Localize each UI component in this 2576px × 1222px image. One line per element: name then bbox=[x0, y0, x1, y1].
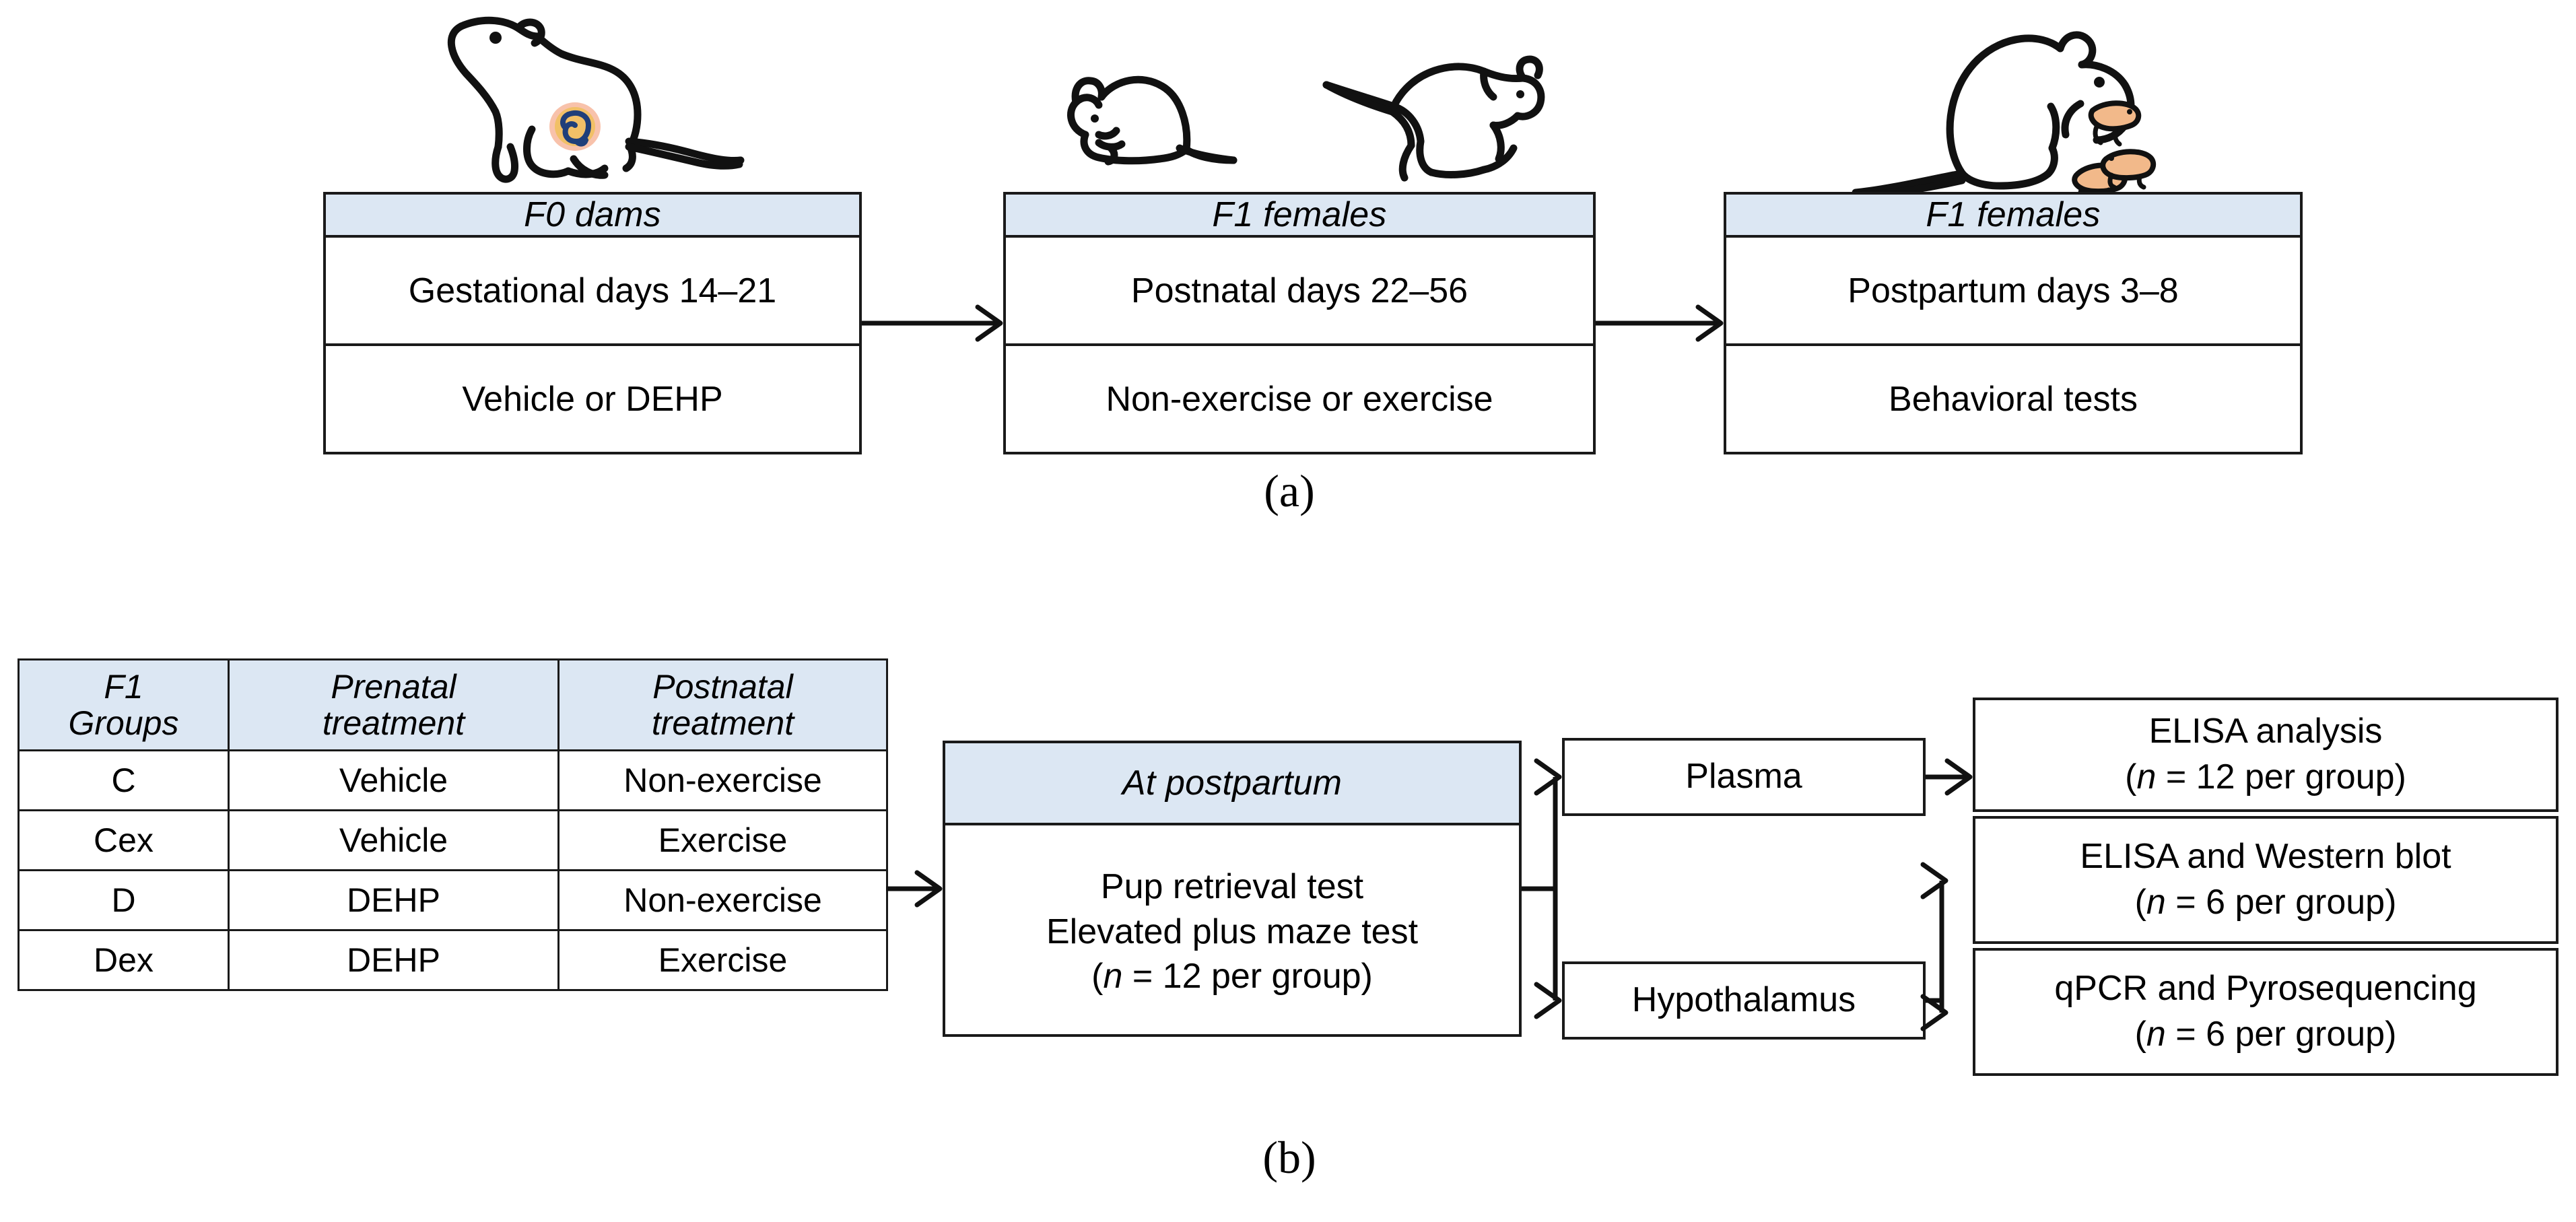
n-value: = 12 per group) bbox=[1122, 957, 1373, 996]
postpartum-test-1: Pup retrieval test bbox=[1100, 867, 1364, 907]
header-line-1: Prenatal bbox=[331, 668, 456, 706]
cell-postnatal: Exercise bbox=[557, 929, 888, 991]
at-postpartum-header: At postpartum bbox=[945, 743, 1519, 825]
paren-open: ( bbox=[2134, 1015, 2146, 1054]
analysis-1-sample-size: (n = 12 per group) bbox=[2125, 755, 2406, 801]
panel-a-caption: (a) bbox=[1264, 465, 1315, 516]
pregnant-rat-icon bbox=[447, 16, 745, 183]
stage-box-f1-females-postpartum: F1 females Postpartum days 3–8 Behaviora… bbox=[1724, 192, 2303, 454]
table-row: Cex Vehicle Exercise bbox=[18, 809, 888, 871]
paren-open: ( bbox=[1091, 957, 1104, 996]
table-header-prenatal-treatment: Prenatal treatment bbox=[228, 658, 560, 751]
analysis-box-elisa: ELISA analysis (n = 12 per group) bbox=[1973, 698, 2558, 812]
analysis-box-qpcr-pyrosequencing: qPCR and Pyrosequencing (n = 6 per group… bbox=[1973, 948, 2558, 1076]
stage-2-line-1: Postnatal days 22–56 bbox=[1130, 271, 1468, 310]
analysis-2-sample-size: (n = 6 per group) bbox=[2135, 880, 2397, 926]
sample-box-hypothalamus: Hypothalamus bbox=[1562, 961, 1926, 1040]
analysis-3-sample-size: (n = 6 per group) bbox=[2135, 1012, 2397, 1058]
cell-prenatal: Vehicle bbox=[228, 749, 560, 811]
hypothalamus-label: Hypothalamus bbox=[1631, 980, 1856, 1020]
cell-postnatal: Non-exercise bbox=[557, 869, 888, 931]
postpartum-sample-size: (n = 12 per group) bbox=[1091, 954, 1373, 999]
analysis-2-title: ELISA and Western blot bbox=[2080, 837, 2451, 877]
cell-prenatal: Vehicle bbox=[228, 809, 560, 871]
cell-group: Dex bbox=[18, 929, 230, 991]
cell-group: D bbox=[18, 869, 230, 931]
n-value: = 6 per group) bbox=[2165, 1015, 2397, 1054]
cell-postnatal: Non-exercise bbox=[557, 749, 888, 811]
at-postpartum-body: Pup retrieval test Elevated plus maze te… bbox=[945, 825, 1519, 1034]
stage-1-line-1: Gestational days 14–21 bbox=[408, 271, 777, 310]
stage-1-line-2: Vehicle or DEHP bbox=[326, 343, 859, 452]
table-header-f1-groups: F1 Groups bbox=[18, 658, 230, 751]
n-symbol: n bbox=[1103, 957, 1123, 996]
at-postpartum-box: At postpartum Pup retrieval test Elevate… bbox=[943, 741, 1522, 1037]
dam-with-pups-icon bbox=[1852, 31, 2157, 195]
cell-group: Cex bbox=[18, 809, 230, 871]
n-value: = 6 per group) bbox=[2165, 883, 2397, 922]
n-value: = 12 per group) bbox=[2156, 757, 2406, 796]
cell-postnatal: Exercise bbox=[557, 809, 888, 871]
table-header-postnatal-treatment: Postnatal treatment bbox=[557, 658, 888, 751]
table-row: D DEHP Non-exercise bbox=[18, 869, 888, 931]
paren-open: ( bbox=[2134, 883, 2146, 922]
plasma-label: Plasma bbox=[1685, 757, 1802, 796]
table-row: C Vehicle Non-exercise bbox=[18, 749, 888, 811]
cell-prenatal: DEHP bbox=[228, 929, 560, 991]
stage-3-line-1: Postpartum days 3–8 bbox=[1848, 271, 2179, 310]
header-line-2: Groups bbox=[68, 704, 179, 742]
stage-2-line-2: Non-exercise or exercise bbox=[1006, 343, 1593, 452]
f1-groups-table: F1 Groups Prenatal treatment Postnatal t… bbox=[18, 658, 888, 991]
stage-3-line-2: Behavioral tests bbox=[1726, 343, 2300, 452]
postpartum-test-2: Elevated plus maze test bbox=[1046, 912, 1419, 951]
analysis-box-elisa-western-blot: ELISA and Western blot (n = 6 per group) bbox=[1973, 816, 2558, 944]
header-line-1: F1 bbox=[104, 668, 143, 706]
analysis-3-title: qPCR and Pyrosequencing bbox=[2054, 969, 2477, 1009]
header-line-1: Postnatal bbox=[652, 668, 793, 706]
analysis-1-title: ELISA analysis bbox=[2148, 712, 2383, 751]
n-symbol: n bbox=[2136, 757, 2157, 796]
n-symbol: n bbox=[2146, 883, 2166, 922]
cell-group: C bbox=[18, 749, 230, 811]
stage-2-header: F1 females bbox=[1006, 195, 1593, 238]
header-line-2: treatment bbox=[651, 704, 794, 742]
stage-box-f0-dams: F0 dams Gestational days 14–21 Vehicle o… bbox=[323, 192, 862, 454]
table-header-row: F1 Groups Prenatal treatment Postnatal t… bbox=[18, 658, 888, 751]
n-symbol: n bbox=[2146, 1015, 2166, 1054]
header-line-2: treatment bbox=[322, 704, 465, 742]
stage-3-header: F1 females bbox=[1726, 195, 2300, 238]
cell-prenatal: DEHP bbox=[228, 869, 560, 931]
resting-and-running-rats-icon bbox=[1067, 55, 1545, 182]
panel-b-caption: (b) bbox=[1262, 1132, 1316, 1183]
stage-box-f1-females-postnatal: F1 females Postnatal days 22–56 Non-exer… bbox=[1003, 192, 1596, 454]
sample-box-plasma: Plasma bbox=[1562, 738, 1926, 816]
table-row: Dex DEHP Exercise bbox=[18, 929, 888, 991]
stage-1-header: F0 dams bbox=[326, 195, 859, 238]
paren-open: ( bbox=[2125, 757, 2137, 796]
